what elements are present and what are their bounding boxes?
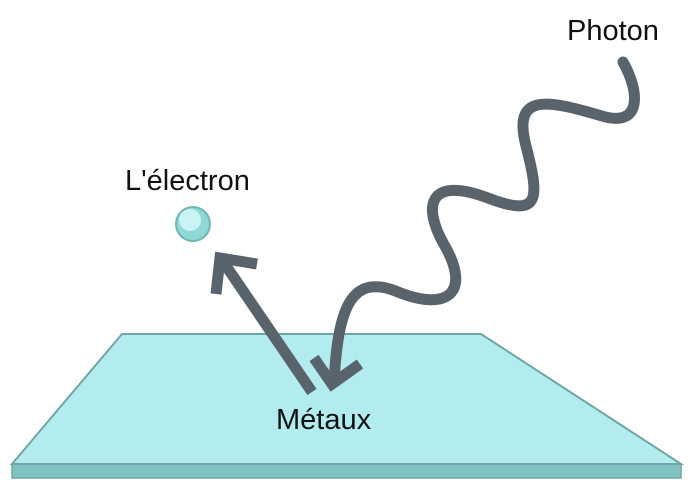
metal-plate: [9, 333, 685, 479]
electron-particle: [175, 206, 211, 242]
photon-wave: [309, 56, 640, 392]
electron-label: L'électron: [125, 165, 250, 197]
metal-label: Métaux: [276, 404, 372, 436]
photon-label: Photon: [567, 15, 659, 47]
electron-arrow: [210, 251, 317, 396]
